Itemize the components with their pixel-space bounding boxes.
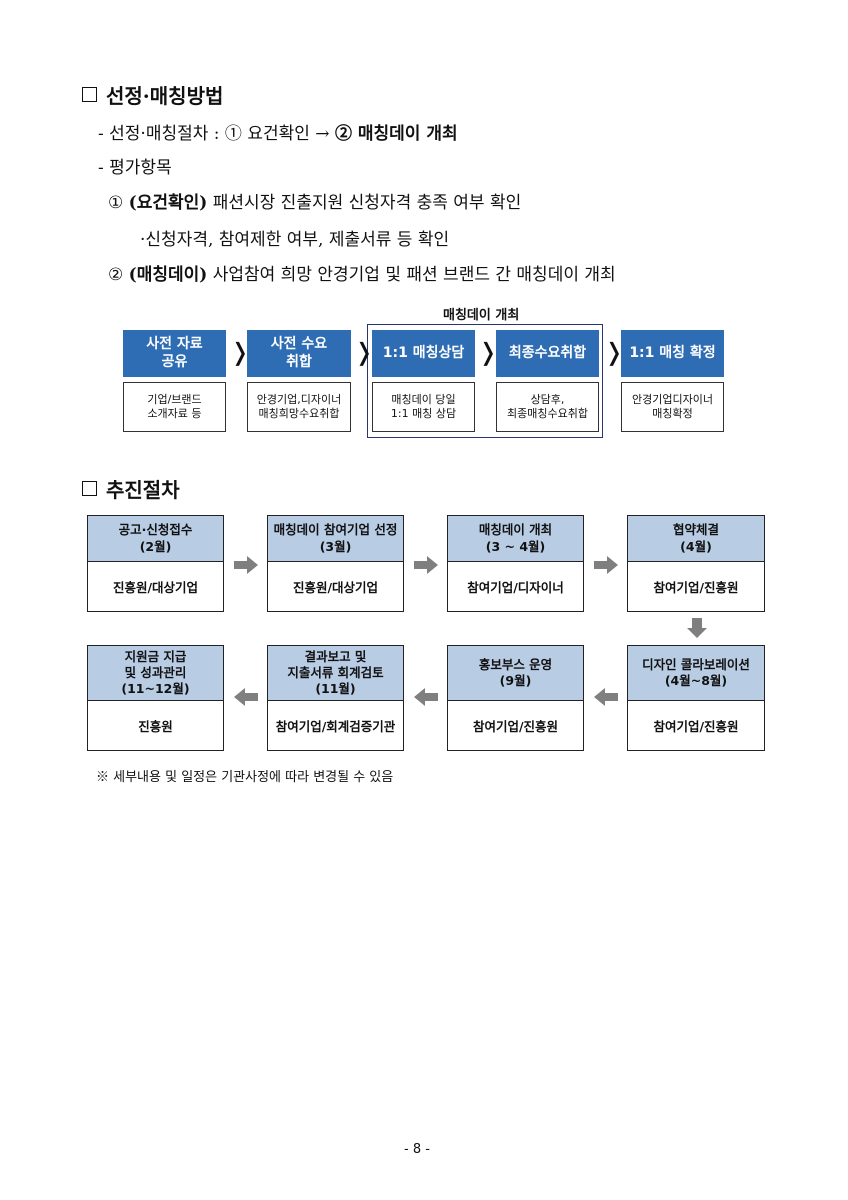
process-step-head: 협약체결 (4월) [628,516,764,562]
section-title-selection: 선정·매칭방법 [82,80,223,109]
evaluation-item-2: ② (매칭데이) 사업참여 희망 안경기업 및 패션 브랜드 간 매칭데이 개최 [108,265,616,285]
checkbox-square-icon [82,481,97,496]
process-step-promo-booth: 홍보부스 운영 (9월) 참여기업/진흥원 [447,645,584,751]
flow-step-1-desc: 기업/브랜드 소개자료 등 [123,382,226,432]
process-step-body: 진흥원 [138,719,173,734]
footnote: ※ 세부내용 및 일정은 기관사정에 따라 변경될 수 있음 [96,770,394,785]
process-step-report: 결과보고 및 지출서류 회계검토 (11월) 참여기업/회계검증기관 [267,645,404,751]
flow-step-4-desc: 상담후, 최종매칭수요취합 [496,382,599,432]
arrow-left-icon [594,688,618,706]
process-step-agreement: 협약체결 (4월) 참여기업/진흥원 [627,515,765,612]
flow-step-3-title: 1:1 매칭상담 [372,330,475,377]
chevron-right-icon: ❭ [230,338,251,366]
process-step-head: 결과보고 및 지출서류 회계검토 (11월) [268,646,403,701]
flow-step-5-title: 1:1 매칭 확정 [621,330,724,377]
evaluation-item-1-detail: ·신청자격, 참여제한 여부, 제출서류 등 확인 [140,230,450,250]
arrow-right-icon [234,556,258,574]
process-step-body: 진흥원/대상기업 [112,580,199,595]
process-step-announcement: 공고·신청접수 (2월) 진흥원/대상기업 [87,515,224,612]
process-step-head: 공고·신청접수 (2월) [88,516,223,562]
process-step-selection: 매칭데이 참여기업 선정 (3월) 진흥원/대상기업 [267,515,404,612]
process-step-head: 매칭데이 개최 (3 ~ 4월) [448,516,583,562]
flow-step-2-desc: 안경기업,디자이너 매칭희망수요취합 [247,382,351,432]
process-step-collaboration: 디자인 콜라보레이션 (4월~8월) 참여기업/진흥원 [627,645,765,751]
process-step-body: 진흥원/대상기업 [292,580,379,595]
evaluation-item-1: ① (요건확인) 패션시장 진출지원 신청자격 충족 여부 확인 [108,193,522,213]
arrow-right-icon [414,556,438,574]
arrow-down-icon [687,618,707,638]
process-step-payment: 지원금 지급 및 성과관리 (11~12월) 진흥원 [87,645,224,751]
matching-day-group-frame [367,324,603,438]
flow-step-5-desc: 안경기업디자이너 매칭확정 [621,382,724,432]
checkbox-square-icon [82,87,97,102]
process-step-head: 홍보부스 운영 (9월) [448,646,583,701]
chevron-right-icon: ❭ [478,338,499,366]
process-step-head: 지원금 지급 및 성과관리 (11~12월) [88,646,223,701]
process-step-head: 매칭데이 참여기업 선정 (3월) [268,516,403,562]
process-step-head: 디자인 콜라보레이션 (4월~8월) [628,646,764,701]
arrow-left-icon [234,688,258,706]
page-number: - 8 - [404,1142,430,1157]
process-step-body: 참여기업/진흥원 [653,719,739,734]
arrow-right-icon [594,556,618,574]
flow-step-2-title: 사전 수요 취합 [247,330,351,377]
flow-step-1-title: 사전 자료 공유 [123,330,226,377]
process-step-body: 참여기업/디자이너 [467,580,564,595]
flow-step-3-desc: 매칭데이 당일 1:1 매칭 상담 [372,382,475,432]
arrow-left-icon [414,688,438,706]
chevron-right-icon: ❭ [604,338,625,366]
process-step-body: 참여기업/진흥원 [472,719,559,734]
matching-day-group-title: 매칭데이 개최 [443,308,520,323]
section-title-procedure: 추진절차 [82,474,180,503]
chevron-right-icon: ❭ [354,338,375,366]
procedure-line: - 선정·매칭절차 : ① 요건확인 → ② 매칭데이 개최 [98,124,458,144]
flow-step-4-title: 최종수요취합 [496,330,599,377]
evaluation-items-label: - 평가항목 [98,158,172,178]
process-step-body: 참여기업/회계검증기관 [275,719,396,734]
process-step-body: 참여기업/진흥원 [653,580,739,595]
process-step-matching-day: 매칭데이 개최 (3 ~ 4월) 참여기업/디자이너 [447,515,584,612]
